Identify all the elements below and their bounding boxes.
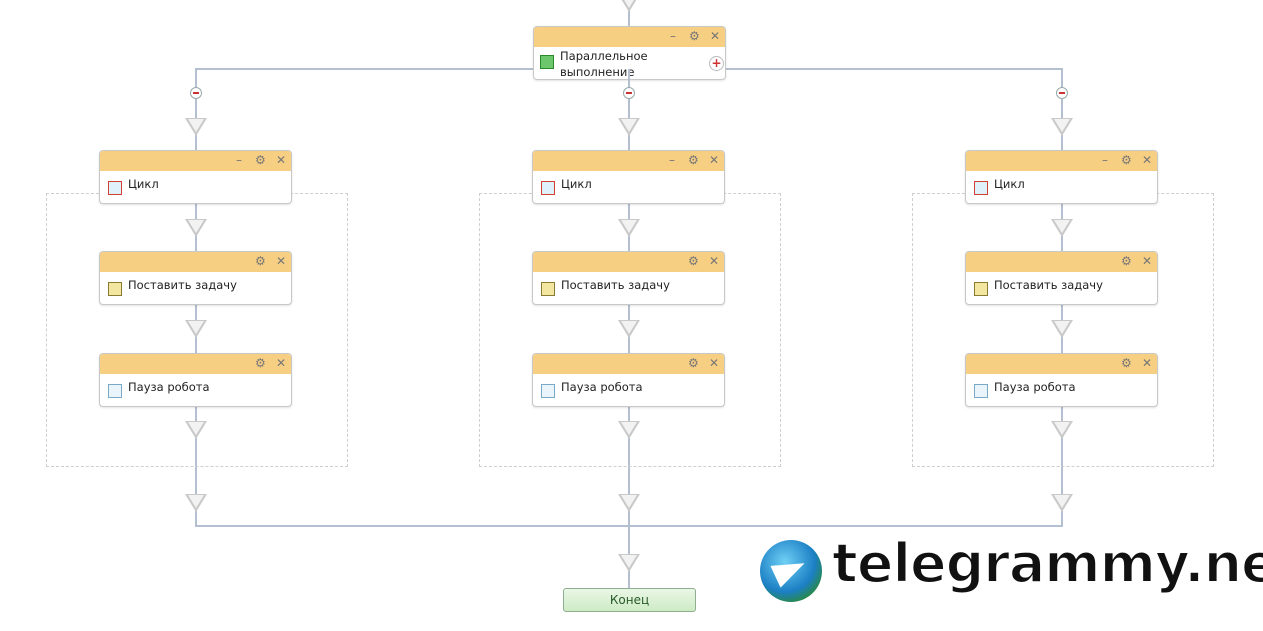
task-block[interactable]: ⚙✕Поставить задачу bbox=[965, 251, 1158, 305]
block-header[interactable]: ⚙✕ bbox=[100, 252, 291, 272]
minimize-icon[interactable]: – bbox=[669, 153, 675, 167]
close-icon[interactable]: ✕ bbox=[1142, 153, 1153, 167]
close-icon[interactable]: ✕ bbox=[276, 254, 287, 268]
close-icon[interactable]: ✕ bbox=[709, 356, 720, 370]
gear-icon[interactable]: ⚙ bbox=[688, 254, 699, 268]
close-icon[interactable]: ✕ bbox=[1142, 356, 1153, 370]
block-title: Пауза робота bbox=[128, 380, 210, 394]
task-block[interactable]: ⚙✕Поставить задачу bbox=[99, 251, 292, 305]
clipboard-icon bbox=[108, 282, 122, 296]
collapse-branch-icon[interactable] bbox=[623, 87, 635, 99]
connector bbox=[628, 0, 630, 26]
arrow-icon bbox=[618, 421, 640, 439]
block-title: Цикл bbox=[128, 177, 159, 191]
block-header[interactable]: ⚙✕ bbox=[533, 354, 724, 374]
gear-icon[interactable]: ⚙ bbox=[1121, 153, 1132, 167]
watermark: telegrammy.net bbox=[831, 531, 1263, 596]
add-branch-icon[interactable]: + bbox=[709, 56, 724, 71]
block-header[interactable]: – ⚙ ✕ bbox=[534, 27, 725, 47]
block-title: Поставить задачу bbox=[994, 278, 1103, 292]
pause-robot-icon bbox=[108, 384, 122, 398]
block-header[interactable]: ⚙✕ bbox=[966, 252, 1157, 272]
gear-icon[interactable]: ⚙ bbox=[1121, 254, 1132, 268]
arrow-icon bbox=[618, 219, 640, 237]
arrow-icon bbox=[618, 0, 640, 12]
loop-block[interactable]: –⚙ ✕ Цикл bbox=[99, 150, 292, 204]
loop-icon bbox=[541, 181, 555, 195]
arrow-icon bbox=[618, 320, 640, 338]
minimize-icon[interactable]: – bbox=[1102, 153, 1108, 167]
close-icon[interactable]: ✕ bbox=[276, 153, 287, 167]
gear-icon[interactable]: ⚙ bbox=[255, 153, 266, 167]
arrow-icon bbox=[185, 494, 207, 512]
close-icon[interactable]: ✕ bbox=[710, 29, 721, 43]
arrow-icon bbox=[1051, 219, 1073, 237]
block-title: Цикл bbox=[561, 177, 592, 191]
parallel-icon bbox=[540, 55, 554, 69]
arrow-icon bbox=[618, 554, 640, 572]
pause-robot-icon bbox=[974, 384, 988, 398]
block-title: Пауза робота bbox=[561, 380, 643, 394]
block-header[interactable]: ⚙✕ bbox=[100, 354, 291, 374]
arrow-icon bbox=[1051, 494, 1073, 512]
arrow-icon bbox=[185, 118, 207, 136]
gear-icon[interactable]: ⚙ bbox=[255, 356, 266, 370]
pause-robot-icon bbox=[541, 384, 555, 398]
block-header[interactable]: –⚙ ✕ bbox=[966, 151, 1157, 171]
loop-icon bbox=[974, 181, 988, 195]
close-icon[interactable]: ✕ bbox=[1142, 254, 1153, 268]
block-title: Параллельное выполнение bbox=[560, 49, 648, 79]
arrow-icon bbox=[1051, 421, 1073, 439]
task-block[interactable]: ⚙✕Поставить задачу bbox=[532, 251, 725, 305]
minimize-icon[interactable]: – bbox=[670, 29, 676, 43]
pause-block[interactable]: ⚙✕Пауза робота bbox=[965, 353, 1158, 407]
pause-block[interactable]: ⚙✕Пауза робота bbox=[99, 353, 292, 407]
gear-icon[interactable]: ⚙ bbox=[1121, 356, 1132, 370]
clipboard-icon bbox=[974, 282, 988, 296]
block-header[interactable]: ⚙✕ bbox=[966, 354, 1157, 374]
close-icon[interactable]: ✕ bbox=[276, 356, 287, 370]
end-block[interactable]: Конец bbox=[563, 588, 696, 612]
close-icon[interactable]: ✕ bbox=[709, 254, 720, 268]
arrow-icon bbox=[185, 219, 207, 237]
block-title: Поставить задачу bbox=[561, 278, 670, 292]
collapse-branch-icon[interactable] bbox=[1056, 87, 1068, 99]
block-header[interactable]: –⚙ ✕ bbox=[100, 151, 291, 171]
pause-block[interactable]: ⚙✕Пауза робота bbox=[532, 353, 725, 407]
gear-icon[interactable]: ⚙ bbox=[689, 29, 700, 43]
block-header[interactable]: ⚙✕ bbox=[533, 252, 724, 272]
arrow-icon bbox=[1051, 118, 1073, 136]
arrow-icon bbox=[618, 494, 640, 512]
arrow-icon bbox=[618, 118, 640, 136]
block-title: Пауза робота bbox=[994, 380, 1076, 394]
arrow-icon bbox=[185, 320, 207, 338]
collapse-branch-icon[interactable] bbox=[190, 87, 202, 99]
loop-icon bbox=[108, 181, 122, 195]
block-title: Поставить задачу bbox=[128, 278, 237, 292]
block-title: Цикл bbox=[994, 177, 1025, 191]
close-icon[interactable]: ✕ bbox=[709, 153, 720, 167]
arrow-icon bbox=[1051, 320, 1073, 338]
loop-block[interactable]: –⚙ ✕ Цикл bbox=[532, 150, 725, 204]
gear-icon[interactable]: ⚙ bbox=[255, 254, 266, 268]
loop-block[interactable]: –⚙ ✕ Цикл bbox=[965, 150, 1158, 204]
minimize-icon[interactable]: – bbox=[236, 153, 242, 167]
gear-icon[interactable]: ⚙ bbox=[688, 153, 699, 167]
clipboard-icon bbox=[541, 282, 555, 296]
gear-icon[interactable]: ⚙ bbox=[688, 356, 699, 370]
block-header[interactable]: –⚙ ✕ bbox=[533, 151, 724, 171]
arrow-icon bbox=[185, 421, 207, 439]
telegram-logo-icon bbox=[760, 540, 822, 602]
